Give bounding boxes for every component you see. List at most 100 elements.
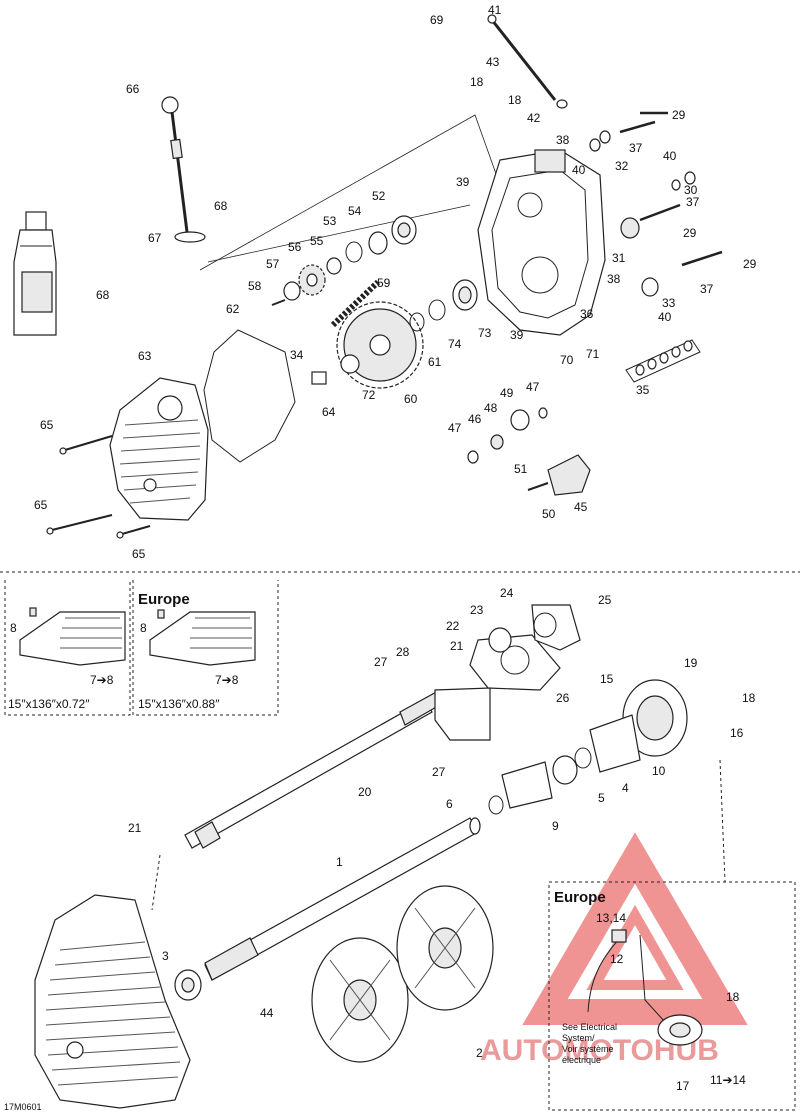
callout-13-14: 13,14	[596, 911, 626, 925]
callout-23: 23	[470, 603, 484, 617]
callout-65: 65	[40, 418, 54, 432]
track-inset-left: 8 7➔8 15″x136″x0.72″	[4, 580, 131, 716]
callout-18: 18	[470, 75, 484, 89]
callout-71: 71	[586, 347, 600, 361]
europe-note-line-2: System/	[562, 1033, 595, 1043]
inset-left-caption: 15″x136″x0.72″	[8, 697, 90, 711]
axle-seal-part	[174, 969, 202, 1001]
callout-29: 29	[672, 108, 686, 122]
callout-39: 39	[510, 328, 524, 342]
chaincase-housing-part	[477, 149, 606, 336]
callout-64: 64	[322, 405, 336, 419]
lower-chaincase-part	[34, 894, 191, 1109]
callout-69: 69	[430, 13, 444, 27]
drive-axle-part	[204, 817, 481, 981]
tensioner-parts	[487, 14, 723, 297]
callout-18: 18	[726, 990, 740, 1004]
callout-29: 29	[683, 226, 697, 240]
oil-bottle-part	[13, 211, 57, 336]
europe-box-title: Europe	[554, 889, 606, 906]
callout-15: 15	[600, 672, 614, 686]
callout-40: 40	[658, 310, 672, 324]
callout-57: 57	[266, 257, 280, 271]
callout-12: 12	[610, 952, 624, 966]
callout-38: 38	[556, 133, 570, 147]
callout-67: 67	[148, 231, 162, 245]
callout-46: 46	[468, 412, 482, 426]
callout-47: 47	[526, 380, 540, 394]
callout-43: 43	[486, 55, 500, 69]
callout-16: 16	[730, 726, 744, 740]
inset-left-callout-8: 8	[10, 621, 17, 635]
callout-40: 40	[572, 163, 586, 177]
callout-27: 27	[432, 765, 446, 779]
callout-38: 38	[607, 272, 621, 286]
document-code: 17M0601	[4, 1102, 42, 1112]
tensioner-bracket-part	[467, 407, 591, 496]
callout-3: 3	[162, 949, 169, 963]
callout-42: 42	[527, 111, 541, 125]
watermark-logo	[522, 832, 748, 1025]
callout-5: 5	[598, 791, 605, 805]
inset-left-callout-7-8: 7➔8	[90, 673, 114, 687]
callout-21: 21	[128, 821, 142, 835]
chaincase-cover-part	[109, 377, 209, 521]
callout-74: 74	[448, 337, 462, 351]
callout-48: 48	[484, 401, 498, 415]
callout-18: 18	[508, 93, 522, 107]
callout-68: 68	[96, 288, 110, 302]
europe-note-line-1: See Electrical	[562, 1022, 617, 1032]
callout-39: 39	[456, 175, 470, 189]
callout-66: 66	[126, 82, 140, 96]
callout-51: 51	[514, 462, 528, 476]
callout-70: 70	[560, 353, 574, 367]
callout-17: 17	[676, 1079, 690, 1093]
inset-right-title: Europe	[138, 591, 190, 608]
callout-26: 26	[556, 691, 570, 705]
callout-62: 62	[226, 302, 240, 316]
callout-58: 58	[248, 279, 262, 293]
callout-29: 29	[743, 257, 757, 271]
countershaft-part	[184, 689, 446, 849]
inset-right-callout-8: 8	[140, 621, 147, 635]
callout-4: 4	[622, 781, 629, 795]
callout-33: 33	[662, 296, 676, 310]
upper-bearings-part	[271, 215, 478, 385]
callout-41: 41	[488, 3, 502, 17]
callout-54: 54	[348, 204, 362, 218]
callout-59: 59	[377, 276, 391, 290]
dipstick-part	[161, 96, 206, 243]
callout-44: 44	[260, 1006, 274, 1020]
callout-31: 31	[612, 251, 626, 265]
drive-sprockets-part	[311, 885, 494, 1063]
callout-49: 49	[500, 386, 514, 400]
callout-32: 32	[615, 159, 629, 173]
callout-24: 24	[500, 586, 514, 600]
gasket-part	[203, 329, 296, 463]
callout-52: 52	[372, 189, 386, 203]
inset-right-caption: 15″x136″x0.88″	[138, 697, 220, 711]
europe-note-line-4: électrique	[562, 1055, 601, 1065]
cover-bolts-part	[46, 435, 151, 539]
inset-right-callout-7-8: 7➔8	[215, 673, 239, 687]
callout-27: 27	[374, 655, 388, 669]
callout-34: 34	[290, 348, 304, 362]
gear-sprocket-part	[336, 301, 424, 389]
callout-30: 30	[684, 183, 698, 197]
callout-61: 61	[428, 355, 442, 369]
callout-50: 50	[542, 507, 556, 521]
callout-68: 68	[214, 199, 228, 213]
callout-22: 22	[446, 619, 460, 633]
callout-19: 19	[684, 656, 698, 670]
callout-6: 6	[446, 797, 453, 811]
callout-36: 36	[580, 307, 594, 321]
callout-37: 37	[629, 141, 643, 155]
callout-37: 37	[700, 282, 714, 296]
small-gear-part	[298, 264, 326, 296]
callout-11-14: 11➔14	[710, 1073, 746, 1087]
callout-1: 1	[336, 855, 343, 869]
callout-2: 2	[476, 1046, 483, 1060]
callout-9: 9	[552, 819, 559, 833]
